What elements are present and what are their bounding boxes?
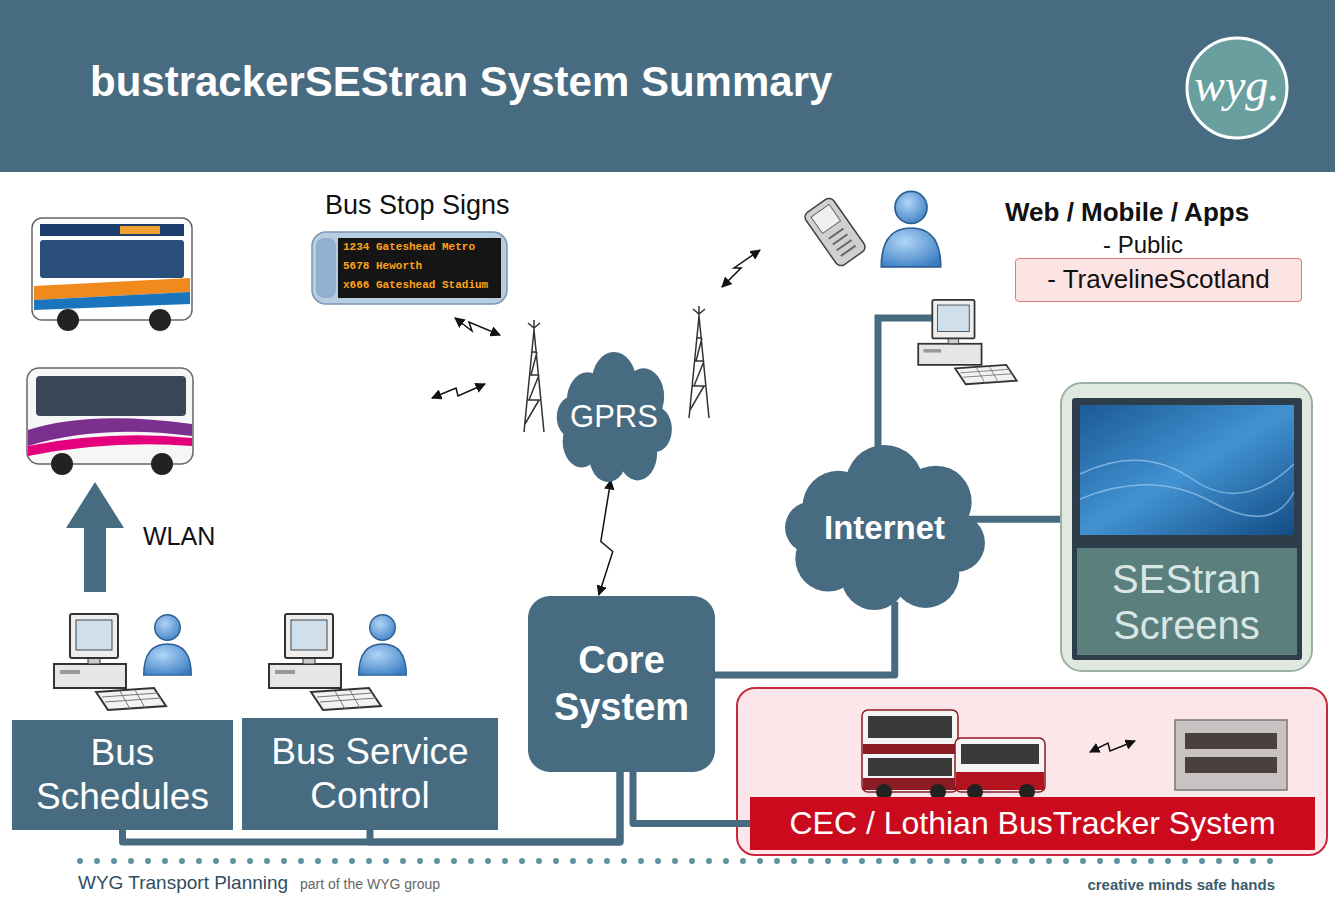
bus-windows [868, 716, 952, 738]
footer-text: part of the WYG group [300, 876, 440, 892]
logo-circle [1187, 38, 1287, 138]
person-icon [144, 615, 192, 675]
bus-windows [961, 744, 1039, 764]
traveline-box: - TravelineScotland [1015, 258, 1302, 302]
bus-body [862, 710, 958, 792]
mobile-phone [803, 196, 868, 268]
sign-end-cap [316, 238, 336, 298]
destination-display [120, 226, 160, 234]
computer-icon [918, 300, 1017, 384]
sign-display [1185, 757, 1277, 773]
radio-tower [524, 320, 544, 432]
led-line: 5678 Heworth [343, 260, 422, 273]
sign-housing [312, 232, 507, 304]
bustracker-sign [1175, 720, 1287, 790]
led-line: x666 Gateshead Stadium [343, 279, 488, 292]
phone-keys [829, 228, 856, 256]
wireless-link [455, 318, 500, 335]
bus-wheel [51, 453, 73, 475]
internet-cloud: Internet [782, 445, 987, 610]
slide-title: bustrackerSEStran System Summary [90, 58, 832, 106]
cec-panel [737, 688, 1327, 855]
wireless-link [722, 250, 760, 287]
bus-wheel [149, 309, 171, 331]
screen-display [1080, 405, 1294, 535]
footer-dots [80, 858, 1280, 864]
network-wire [878, 318, 936, 452]
node-text: GPRS [570, 399, 658, 435]
radio-tower [689, 306, 709, 418]
sign-display [1185, 733, 1277, 749]
gprs-cloud: GPRS [555, 352, 673, 482]
node-text: Internet [824, 509, 945, 547]
phone-body [803, 196, 868, 268]
node-text: Bus Service Control [250, 730, 490, 819]
network-connector [967, 516, 1061, 523]
bus-picture [32, 218, 192, 331]
bus-stop-sign [312, 232, 507, 304]
node-text: - TravelineScotland [1047, 265, 1270, 295]
node-text: CEC / Lothian BusTracker System [789, 805, 1275, 842]
sign-display [338, 238, 501, 298]
sign-housing [1175, 720, 1287, 790]
cec-bustracker-band: CEC / Lothian BusTracker System [750, 797, 1315, 850]
network-connector [633, 772, 750, 824]
node-text: SEStran Screens [1077, 548, 1297, 655]
core-system-box: Core System [528, 596, 715, 772]
wlan-arrow [66, 482, 124, 592]
led-line: 1234 Gateshead Metro [343, 241, 475, 254]
bus-schedules-box: Bus Schedules [12, 720, 233, 830]
users-item: - Public [1103, 231, 1183, 259]
bus-windows [36, 376, 186, 416]
bus-windows [868, 758, 952, 776]
destination-display [40, 224, 184, 236]
network-connector [715, 602, 895, 675]
bus-stripe [34, 292, 190, 310]
phone-screen [811, 204, 840, 233]
wireless-link [599, 480, 613, 595]
wireless-link [1090, 741, 1135, 752]
bus-body [27, 368, 193, 464]
wireless-link [432, 384, 485, 398]
bus-service-control-box: Bus Service Control [242, 718, 498, 830]
screen-frame [1072, 398, 1302, 660]
bus-wheel [151, 453, 173, 475]
users-heading: Web / Mobile / Apps [1005, 198, 1249, 228]
lothian-buses [862, 710, 1045, 800]
person-icon [359, 615, 407, 675]
footer-slogan: creative minds safe hands [1087, 876, 1275, 893]
footer-text: WYG Transport Planning [78, 872, 288, 894]
bus-wheel [57, 309, 79, 331]
bus-body [955, 738, 1045, 792]
header-band [0, 0, 1335, 172]
bus-picture [27, 368, 193, 475]
bus-swoosh [28, 435, 192, 456]
bus-stripe [863, 744, 957, 754]
sign-caption: Bus Stop Signs [325, 190, 510, 221]
node-text: Core System [536, 637, 707, 732]
node-text: Bus Schedules [20, 731, 225, 820]
sestran-screens-panel: SEStran Screens [1060, 382, 1313, 672]
logo-text: wyg. [1194, 60, 1280, 113]
screen-wave [1080, 460, 1294, 516]
link-label: WLAN [143, 522, 215, 551]
bus-windows [40, 240, 184, 278]
bus-body [32, 218, 192, 320]
person-icon [881, 191, 940, 266]
